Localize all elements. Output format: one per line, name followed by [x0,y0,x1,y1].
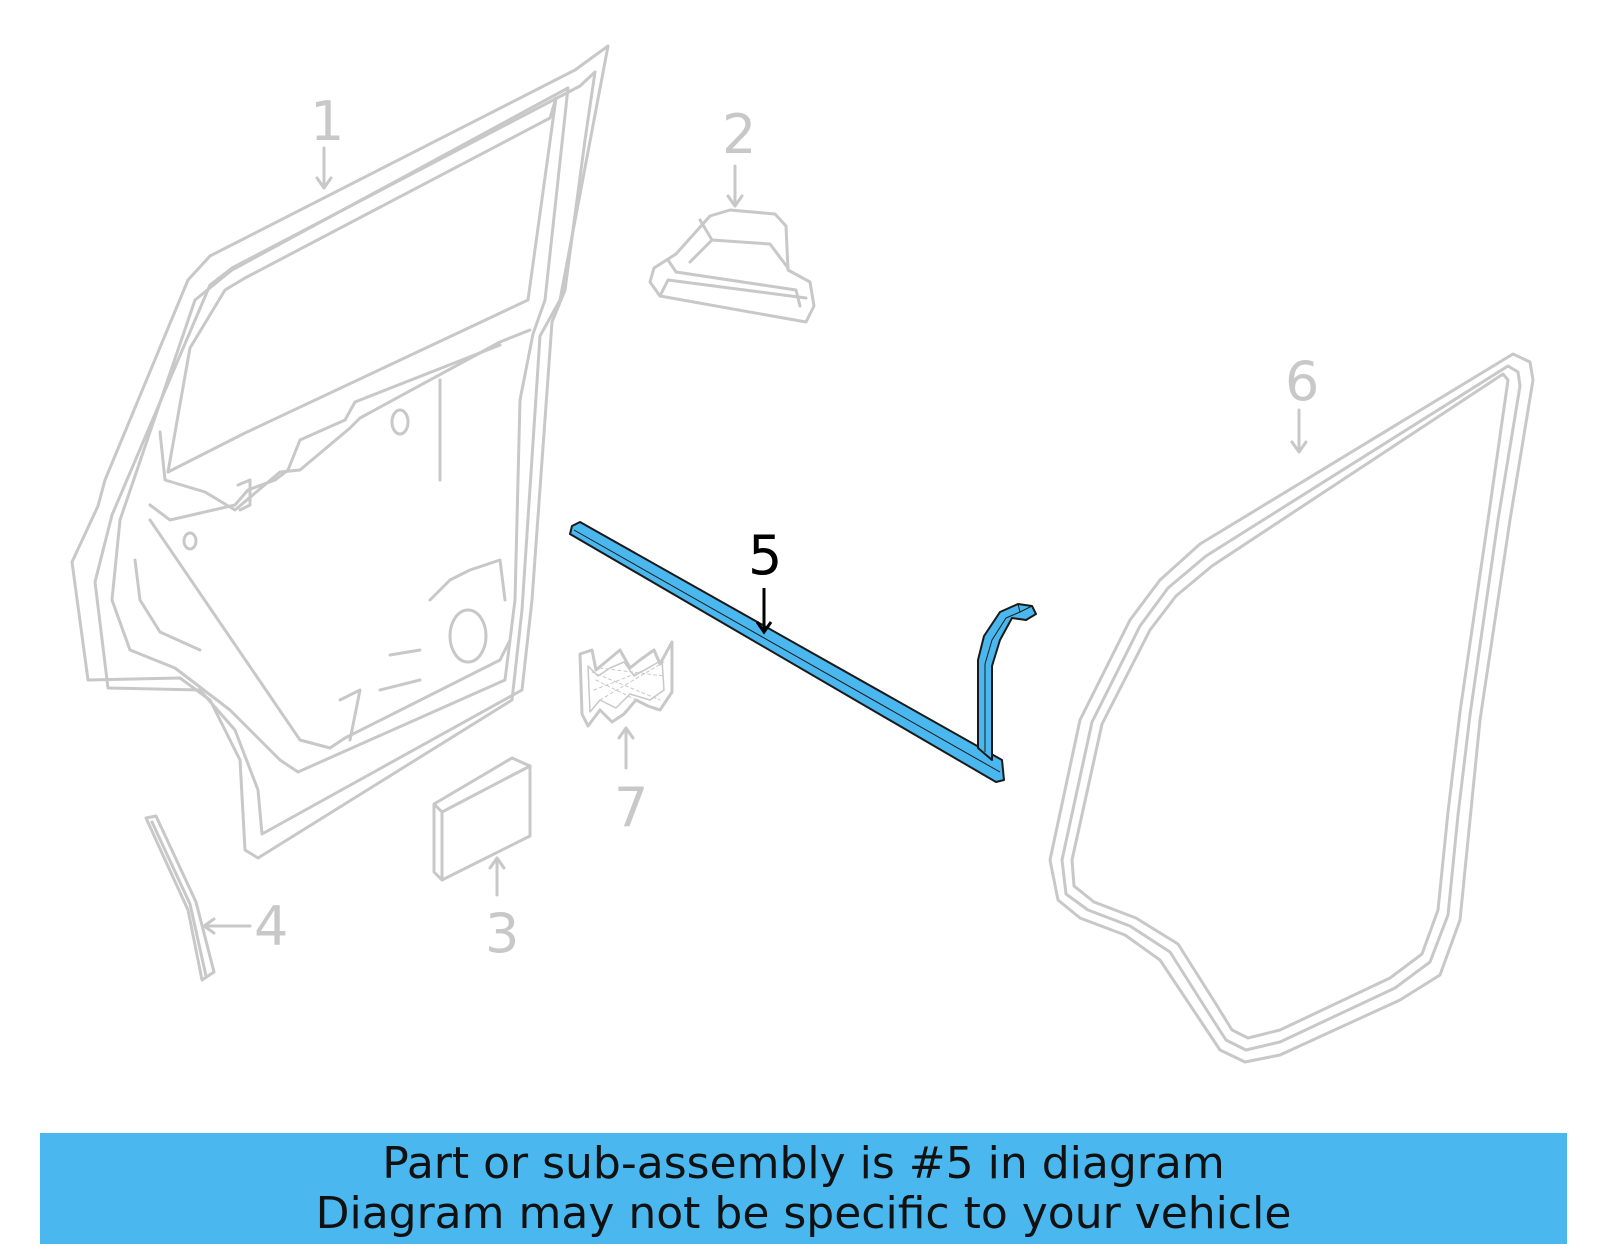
callout-1: 1 [310,90,344,153]
arrow-7 [617,726,635,770]
part-5-belt-weatherstrip [569,521,1037,783]
part-7-foam-insulator [578,640,674,728]
banner-line-disclaimer: Diagram may not be specific to your vehi… [315,1188,1292,1239]
callout-3: 3 [485,902,519,965]
callout-2: 2 [722,103,756,166]
parts-diagram: 1 2 3 4 5 6 7 [70,44,1535,1064]
part-3-pad [432,756,532,882]
part-1-door-shell [70,44,610,860]
info-banner: Part or sub-assembly is #5 in diagram Di… [40,1133,1567,1244]
arrow-4 [202,917,252,935]
arrow-1 [315,146,333,190]
arrow-3 [488,856,506,897]
part-2-handle-housing [648,208,816,324]
callout-7: 7 [614,776,648,839]
arrow-5 [755,588,773,635]
part-6-weatherstrip [1048,352,1535,1064]
callout-6: 6 [1285,350,1319,413]
arrow-6 [1290,408,1308,454]
arrow-2 [726,164,744,208]
part-4-strip [144,814,216,982]
callout-4: 4 [254,895,288,958]
banner-line-part: Part or sub-assembly is #5 in diagram [382,1138,1225,1189]
callout-5: 5 [748,524,782,587]
